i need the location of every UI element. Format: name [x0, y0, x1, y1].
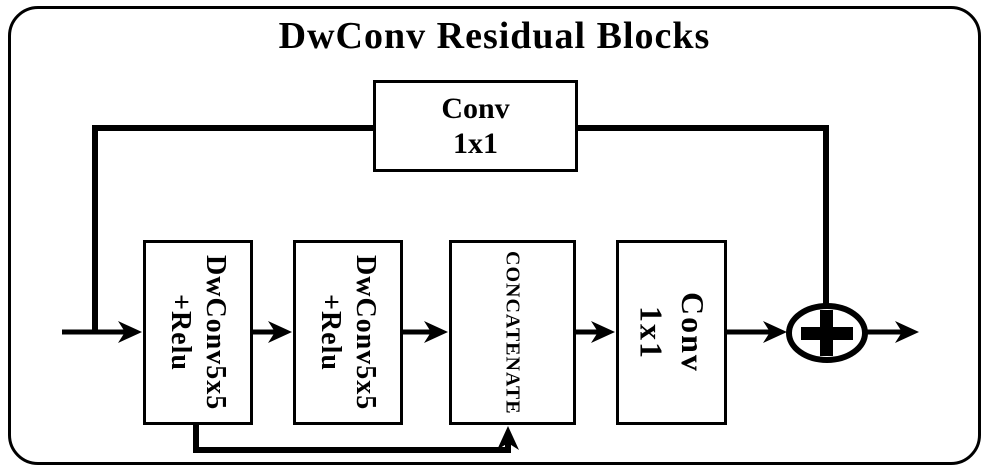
conv-out-label-line1: Conv	[675, 292, 712, 373]
plus-icon	[801, 310, 853, 356]
concatenate-label: CONCATENATE	[501, 250, 524, 415]
dwconv1-label: DwConv5x5 +Relu	[163, 243, 233, 422]
add-node	[786, 303, 868, 363]
conv-out-box: Conv 1x1	[616, 240, 727, 425]
concatenate-box: CONCATENATE	[449, 240, 576, 425]
dwconv2-box: DwConv5x5 +Relu	[293, 240, 403, 425]
dwconv2-label-line2: +Relu	[315, 294, 346, 371]
arrow-dwconv2-concatenate	[403, 321, 448, 343]
arrow-add-output	[865, 321, 919, 343]
skip-conv-label-line1: Conv	[441, 91, 510, 125]
conv-out-label: Conv 1x1	[630, 243, 713, 422]
concatenate-label-wrap: CONCATENATE	[499, 243, 527, 422]
skip-connection-bottom	[193, 423, 519, 453]
dwconv1-label-line2: +Relu	[165, 294, 196, 371]
arrow-dwconv1-dwconv2	[253, 321, 292, 343]
skip-conv-box: Conv 1x1	[373, 80, 578, 172]
dwconv1-label-line1: DwConv5x5	[200, 254, 231, 411]
skip-connection-top	[92, 125, 829, 334]
skip-conv-label-line2: 1x1	[453, 127, 498, 160]
dwconv1-box: DwConv5x5 +Relu	[143, 240, 253, 425]
dwconv2-label-line1: DwConv5x5	[350, 254, 381, 411]
arrow-conv-add	[727, 321, 787, 343]
diagram-title: DwConv Residual Blocks	[278, 15, 711, 57]
input-arrow	[62, 321, 142, 343]
diagram-border	[8, 6, 981, 465]
conv-out-label-line2: 1x1	[633, 305, 670, 360]
arrow-concatenate-conv	[576, 321, 615, 343]
dwconv2-label: DwConv5x5 +Relu	[313, 243, 383, 422]
